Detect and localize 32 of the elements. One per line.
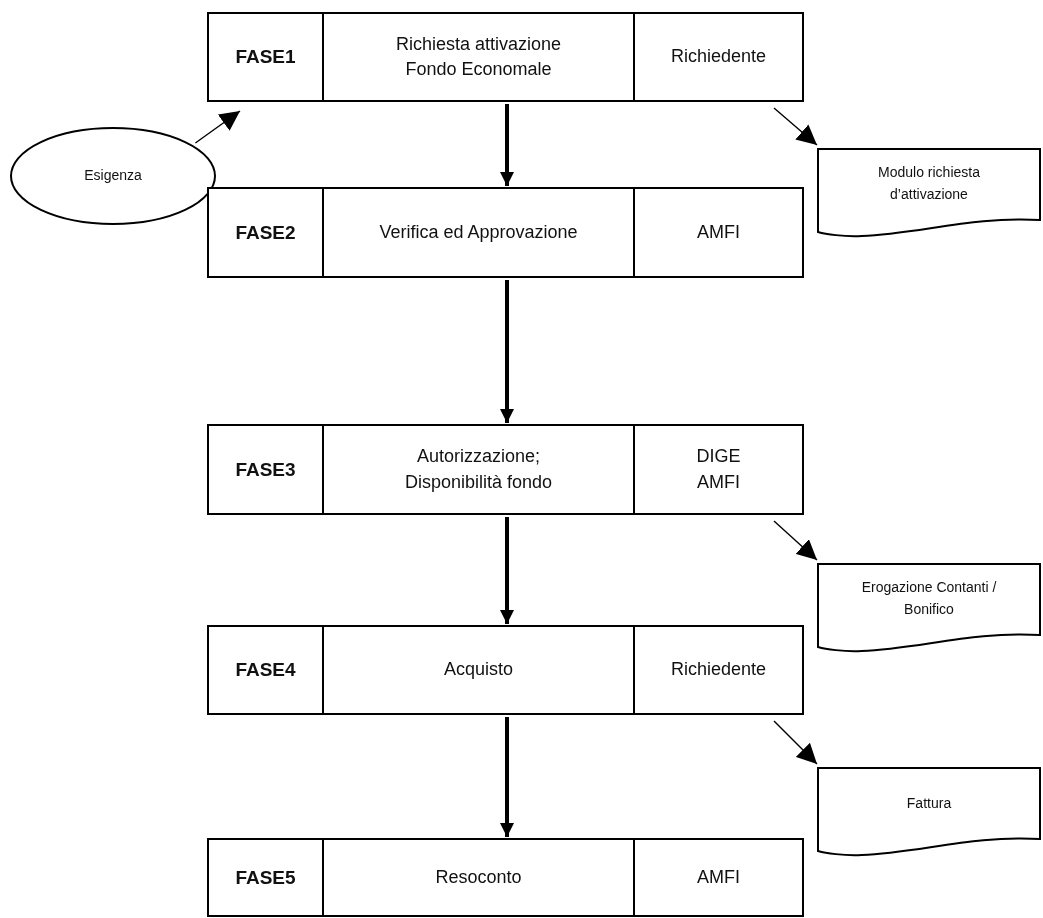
document-label: Erogazione Contanti / Bonifico — [861, 578, 997, 619]
role-text: AMFI — [633, 840, 802, 915]
phase-label: FASE2 — [234, 220, 297, 245]
activity-text: Resoconto — [322, 840, 633, 915]
activity-text: Autorizzazione; Disponibilità fondo — [322, 426, 633, 513]
process-row — [207, 424, 804, 515]
phase-label: FASE5 — [234, 865, 297, 890]
activity-text: Acquisto — [322, 627, 633, 713]
document-label: Modulo richiesta d’attivazione — [877, 163, 981, 204]
process-row — [207, 187, 804, 278]
document-label: Fattura — [905, 794, 953, 813]
ellipse-label: Esigenza — [83, 166, 143, 185]
process-row — [207, 12, 804, 102]
phase-label: FASE1 — [234, 45, 297, 69]
role-text: AMFI — [633, 189, 802, 276]
process-row — [207, 625, 804, 715]
phase-label: FASE3 — [234, 457, 297, 482]
phase-label: FASE4 — [234, 658, 297, 682]
process-row — [207, 838, 804, 917]
arrow — [500, 104, 514, 186]
arrow — [500, 717, 514, 837]
role-text: Richiedente — [633, 14, 802, 100]
activity-text: Verifica ed Approvazione — [322, 189, 633, 276]
role-text: DIGE AMFI — [633, 426, 802, 513]
arrow — [773, 720, 818, 765]
arrow — [500, 517, 514, 624]
activity-text: Richiesta attivazione Fondo Economale — [322, 14, 633, 100]
arrow — [500, 280, 514, 423]
arrow — [773, 107, 818, 146]
arrow — [194, 110, 241, 144]
role-text: Richiedente — [633, 627, 802, 713]
arrow — [773, 520, 818, 561]
